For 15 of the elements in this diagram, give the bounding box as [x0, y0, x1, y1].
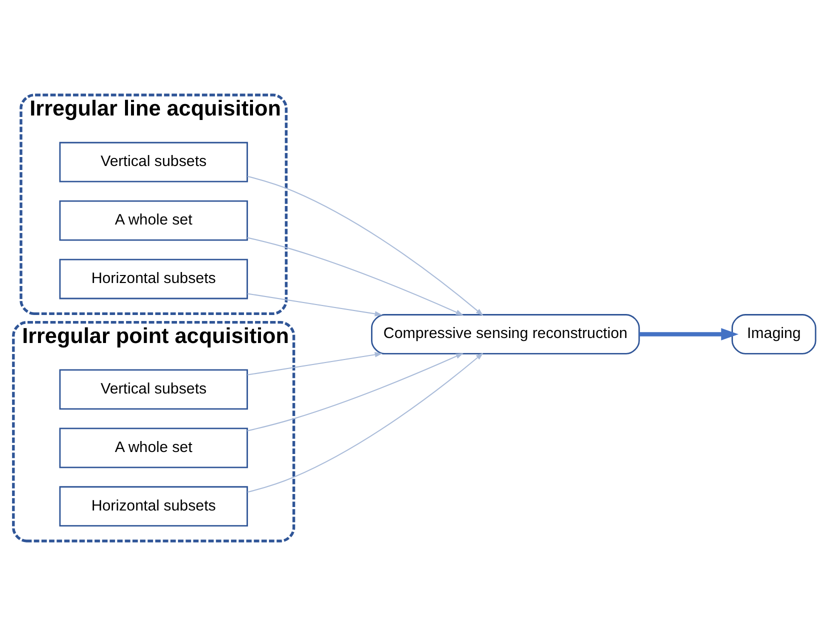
node-box: Vertical subsets	[58, 141, 248, 182]
node-box: A whole set	[58, 200, 248, 240]
arrow	[246, 352, 483, 492]
node-box: Horizontal subsets	[58, 258, 248, 299]
arrow	[246, 292, 382, 316]
arrow	[246, 352, 382, 375]
node-box: Compressive sensing reconstruction	[370, 314, 640, 354]
node-box: Imaging	[731, 314, 816, 354]
node-box: Horizontal subsets	[58, 486, 248, 526]
arrow	[246, 352, 463, 431]
node-box: A whole set	[58, 427, 248, 468]
arrow	[246, 236, 463, 315]
node-box: Vertical subsets	[58, 368, 248, 410]
arrow	[246, 175, 483, 316]
arrow	[638, 328, 738, 340]
